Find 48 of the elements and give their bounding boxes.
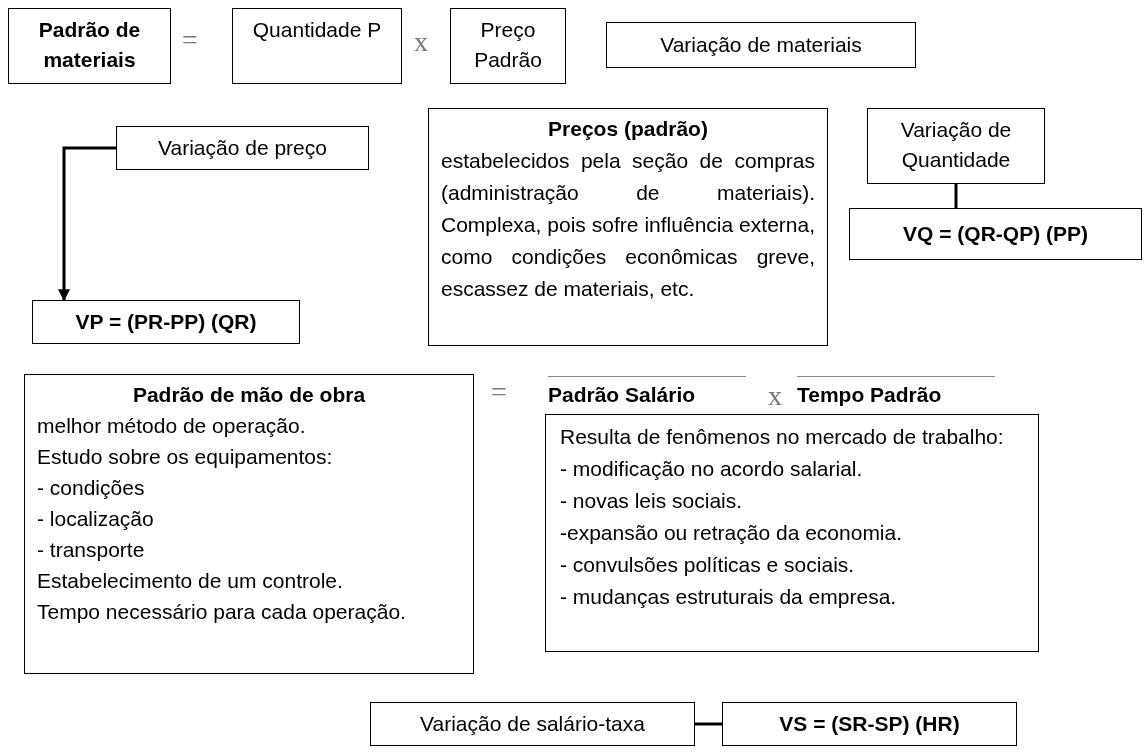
times-sign: x [414,26,428,58]
box-text: - mudanças estruturais da empresa. [560,584,898,610]
formula-box [722,702,1017,746]
box-text: - novas leis sociais. [560,488,744,514]
box-text: Preço Padrão [473,17,543,73]
box-heading: Preços (padrão) [547,116,709,142]
term-box [370,702,695,746]
term-box [867,108,1045,184]
box-text: - condições [37,475,146,501]
text-box [428,108,828,346]
arrow [58,146,116,302]
text-box [545,414,1039,652]
term-box [450,8,566,84]
box-heading: Padrão de mão de obra [131,382,367,408]
equals-sign: = [491,376,507,408]
term-box [8,8,171,84]
term-box [606,22,916,68]
formula-box [32,300,300,344]
box-text: Estudo sobre os equipamentos: [37,444,334,470]
connector-line [954,184,958,208]
box-text: - localização [37,506,155,532]
formula-text: VP = (PR-PP) (QR) [74,309,258,335]
times-sign: x [768,380,782,412]
box-text: Variação de preço [157,135,328,161]
box-text: Quantidade P [251,17,383,43]
box-text: Tempo necessário para cada operação. [37,599,407,625]
box-text: melhor método de operação. [37,413,307,439]
box-text: - convulsões políticas e sociais. [560,552,856,578]
box-text: Variação de materiais [659,32,863,58]
box-text: Estabelecimento de um controle. [37,568,344,594]
text-box [24,374,474,674]
formula-text: VQ = (QR-QP) (PP) [902,221,1089,247]
box-text: - modificação no acordo salarial. [560,456,864,482]
term-box [116,126,369,170]
term-box [232,8,402,84]
formula-text: VS = (SR-SP) (HR) [778,711,961,737]
box-text: -expansão ou retração da economia. [560,520,904,546]
connector-line [695,722,722,726]
box-text: Variação de salário-taxa [419,711,646,737]
term-label: Padrão Salário [548,376,746,407]
box-text: Variação de Quantidade [899,117,1013,173]
formula-box [849,208,1142,260]
box-text: Resulta de fenômenos no mercado de trabalho: [560,424,1005,450]
formula-text: Padrão de materiais [37,17,142,73]
term-label: Tempo Padrão [797,376,995,407]
equals-sign: = [182,24,198,56]
box-text: estabelecidos pela seção de compras (administração de materiais). Complexa, pois sofre influência externa, como condições econômicas greve, escassez de materiais, etc. [441,148,815,302]
box-text: - transporte [37,537,146,563]
